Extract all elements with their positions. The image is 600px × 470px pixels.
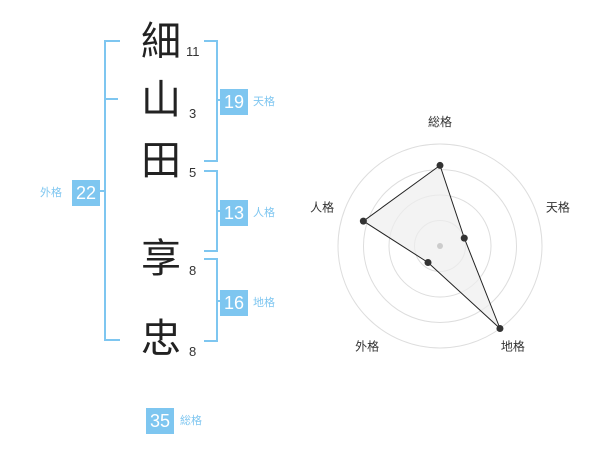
radar-point-2 (460, 234, 468, 242)
soukaku-badge: 35 (146, 408, 174, 434)
radar-ring (337, 143, 543, 349)
name-char-1: 細 (141, 19, 181, 65)
tenkaku-badge: 19 (220, 89, 248, 115)
stroke-count-4: 8 (189, 263, 197, 278)
radar-point-5 (359, 217, 367, 225)
tenkaku-connector (216, 99, 222, 101)
name-char-4: 享 (141, 236, 181, 282)
name-char-5: 忠 (141, 316, 181, 362)
radar-axis-label-3: 地格 (501, 338, 525, 353)
tenkaku-label: 天格 (253, 95, 275, 108)
stroke-count-2: 3 (189, 106, 197, 121)
jinkaku-badge: 13 (220, 200, 248, 226)
stroke-count-1: 11 (186, 44, 200, 59)
chikaku-label: 地格 (253, 296, 275, 309)
radar-axis-label-4: 外格 (355, 338, 379, 353)
gaikaku-tick (104, 98, 118, 100)
gaikaku-label: 外格 (40, 186, 62, 199)
radar-point-4 (424, 259, 432, 267)
radar-axis-label-2: 天格 (546, 200, 570, 215)
gaikaku-badge: 22 (72, 180, 100, 206)
jinkaku-label: 人格 (253, 206, 275, 219)
tenkaku-bracket (204, 40, 218, 162)
chikaku-badge: 16 (220, 290, 248, 316)
radar-center (437, 243, 443, 249)
name-char-2: 山 (141, 77, 181, 123)
jinkaku-connector (216, 210, 222, 212)
stroke-count-5: 8 (189, 344, 197, 359)
gaikaku-connector (100, 190, 106, 192)
chikaku-connector (216, 300, 222, 302)
radar-axis-label-1: 総格 (428, 114, 452, 129)
name-char-3: 田 (141, 138, 181, 184)
radar-point-1 (436, 161, 444, 169)
soukaku-label: 総格 (180, 414, 202, 427)
radar-point-3 (496, 325, 504, 333)
radar-axis-label-5: 人格 (310, 200, 334, 215)
radar-polygon (362, 164, 501, 329)
stroke-count-3: 5 (189, 165, 197, 180)
